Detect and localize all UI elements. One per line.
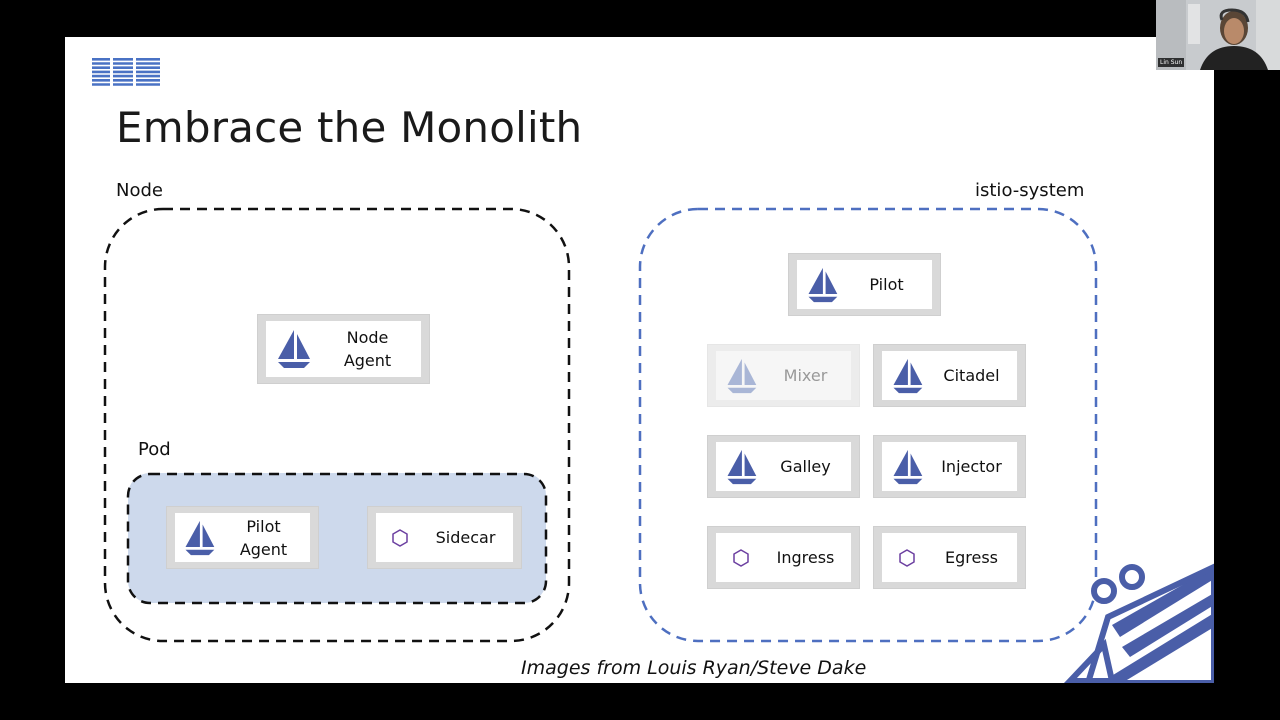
pod-label: Pod bbox=[138, 439, 171, 460]
presenter-video-icon bbox=[1156, 0, 1280, 70]
hexagon-icon bbox=[733, 548, 749, 567]
galley-box: Galley bbox=[708, 436, 859, 497]
pod-border bbox=[126, 472, 548, 605]
node-border bbox=[103, 207, 571, 643]
region-borders bbox=[103, 207, 1098, 643]
pilot-box: Pilot bbox=[789, 254, 940, 315]
injector-box: Injector bbox=[874, 436, 1025, 497]
citadel-box: Citadel bbox=[874, 345, 1025, 406]
ingress-box: Ingress bbox=[708, 527, 859, 588]
sailboat-icon bbox=[185, 520, 215, 555]
sailboat-icon bbox=[278, 330, 310, 368]
image-credit-caption: Images from Louis Ryan/Steve Dake bbox=[521, 657, 867, 679]
egress-box: Egress bbox=[874, 527, 1025, 588]
webcam-overlay: Lin Sun bbox=[1156, 0, 1280, 70]
sailboat-icon bbox=[727, 358, 757, 393]
bee-mascot-icon bbox=[1063, 563, 1214, 683]
sailboat-icon bbox=[893, 358, 923, 393]
citadel-label: Citadel bbox=[943, 366, 1000, 385]
galley-label: Galley bbox=[780, 457, 831, 476]
istio-system-border bbox=[638, 207, 1098, 643]
sailboat-icon bbox=[893, 449, 923, 484]
node-label: Node bbox=[116, 180, 163, 201]
injector-label: Injector bbox=[941, 457, 1002, 476]
ibm-logo-icon bbox=[92, 58, 160, 86]
pilot-label: Pilot bbox=[869, 275, 904, 294]
ibm-logo bbox=[92, 58, 160, 91]
hexagon-icon bbox=[392, 528, 408, 547]
sailboat-icon bbox=[808, 267, 838, 302]
ingress-label: Ingress bbox=[776, 548, 835, 567]
slide-title: Embrace the Monolith bbox=[116, 103, 583, 152]
mixer-label: Mixer bbox=[783, 366, 828, 385]
presenter-name: Lin Sun bbox=[1158, 58, 1185, 67]
sidecar-box: Sidecar bbox=[368, 507, 521, 568]
egress-label: Egress bbox=[944, 548, 998, 567]
hexagon-icon bbox=[899, 548, 915, 567]
mixer-box: Mixer bbox=[708, 345, 859, 406]
istio-system-label: istio-system bbox=[975, 180, 1085, 201]
sailboat-icon bbox=[727, 449, 757, 484]
sidecar-label: Sidecar bbox=[435, 528, 496, 547]
slide: Embrace the Monolith Node istio-system P… bbox=[65, 37, 1214, 683]
